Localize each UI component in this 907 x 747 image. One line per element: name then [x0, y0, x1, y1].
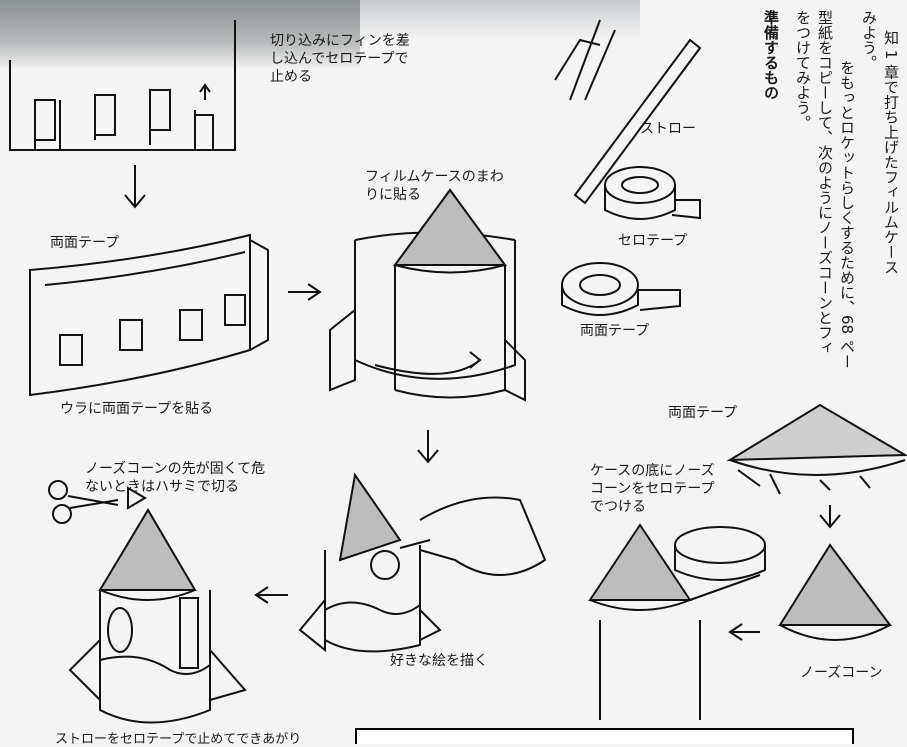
label: 切り込みにフィンを差し込んでセロテープで止める — [270, 33, 410, 85]
label: 両面テープ — [50, 235, 120, 251]
case-body — [599, 620, 701, 720]
cello-tape-roll — [604, 166, 676, 204]
tape-strip — [29, 233, 251, 397]
label: 好きな絵を描く — [390, 653, 488, 669]
clip — [554, 19, 616, 101]
rocket-cone — [338, 472, 402, 562]
label: 両面テープ — [580, 323, 650, 339]
label: フィルムケースのまわりに貼る — [365, 169, 504, 203]
background-photo-strip — [0, 0, 360, 70]
label: 両面テープ — [668, 405, 738, 421]
vertical-text: をつけてみよう。 — [794, 10, 812, 130]
label: ストロー — [640, 121, 696, 137]
nose-cone — [393, 188, 507, 266]
double-tape-roll — [561, 262, 639, 308]
scissors-icon — [48, 480, 68, 500]
nose-cone-on-case — [588, 523, 692, 601]
card-outline — [9, 20, 236, 151]
arrow-down — [819, 505, 841, 529]
background-photo-strip — [360, 0, 640, 40]
caption-box — [355, 728, 854, 744]
label: セロテープ — [618, 233, 688, 249]
final-rocket-cone — [98, 508, 197, 591]
hand — [419, 496, 547, 576]
tape-roll — [674, 526, 766, 564]
label: ストローをセロテープで止めてできあがり — [55, 732, 302, 747]
arrow-left — [254, 586, 288, 604]
label: ノーズコーンの先が固くて危ないときはハサミで切る — [85, 461, 266, 495]
arrow-left — [728, 623, 760, 641]
label: ノーズコーン — [800, 665, 883, 681]
vertical-text: 知 1 章で打ち上げたフィルムケース — [882, 30, 900, 275]
arrow-right — [288, 283, 322, 301]
vertical-text: をもっとロケットらしくするために、68 ペー — [838, 60, 856, 369]
nose-cone-top — [726, 403, 907, 462]
vertical-text: みよう。 — [860, 10, 878, 70]
straw — [573, 38, 702, 205]
final-rocket-body — [99, 590, 211, 724]
vertical-text: 型紙をコピーして、次のようにノーズコーンとフィ — [816, 10, 834, 355]
arrow-down — [124, 165, 146, 209]
vertical-text: 準備するもの — [762, 10, 780, 100]
nose-cone-done — [778, 543, 892, 626]
label: ケースの底にノーズコーンをセロテープでつける — [590, 463, 715, 515]
label: ウラに両面テープを貼る — [60, 401, 214, 417]
arrow-down — [417, 430, 439, 464]
